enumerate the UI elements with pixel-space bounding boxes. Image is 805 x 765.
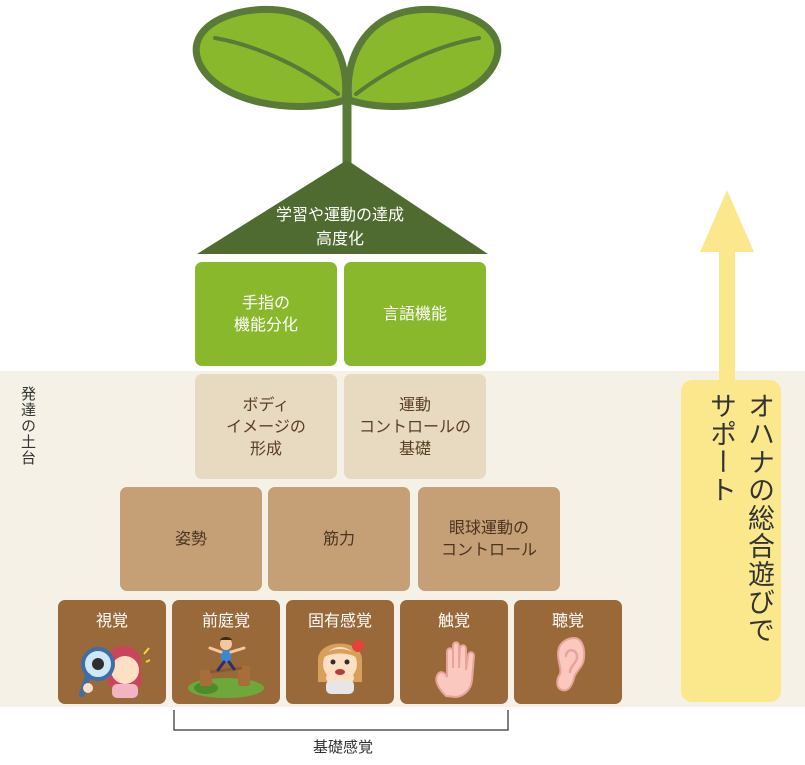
box-language-function: 言語機能	[344, 262, 486, 366]
sprout-icon	[192, 5, 502, 254]
magnifier-girl-icon	[79, 645, 150, 698]
girl-face-icon	[318, 640, 364, 694]
bracket-label: 基礎感覚	[312, 738, 373, 756]
arrow-up-icon	[681, 190, 781, 702]
box-eye-movement-control: 眼球運動の コントロール	[418, 487, 560, 591]
box-body-image: ボディ イメージの 形成	[195, 374, 337, 479]
balance-boy-icon	[188, 637, 264, 698]
support-label: オハナの総合遊びで サポート	[705, 392, 774, 644]
sense-label: 前庭覚	[201, 611, 250, 630]
sense-label: 固有感覚	[307, 611, 372, 630]
sense-label: 視覚	[95, 611, 128, 630]
box-motor-control-basis: 運動 コントロールの 基礎	[344, 374, 486, 479]
hand-icon	[435, 641, 476, 698]
roof-label: 学習や運動の達成 高度化	[275, 205, 404, 248]
box-finger-function: 手指の 機能分化	[195, 262, 337, 366]
box-posture: 姿勢	[120, 487, 262, 591]
box-strength: 筋力	[268, 487, 410, 591]
sense-label: 聴覚	[551, 611, 584, 630]
ear-icon	[556, 636, 586, 692]
sense-label: 触覚	[437, 611, 470, 630]
foundation-label: 発達の土台	[19, 386, 37, 466]
bracket	[173, 710, 509, 731]
